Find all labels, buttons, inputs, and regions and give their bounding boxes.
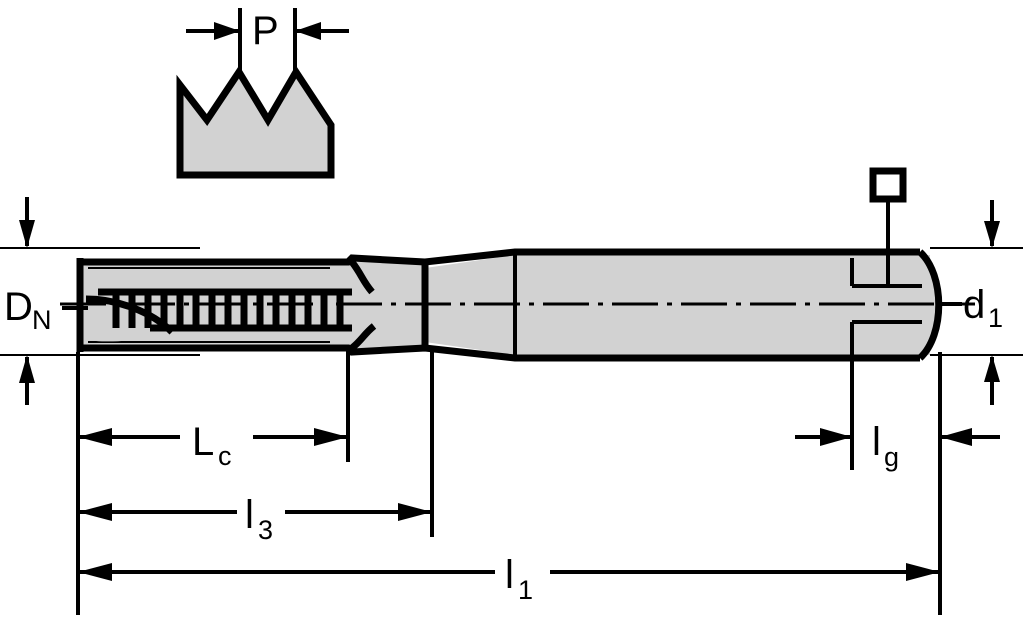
- thread-runout-bottom: [349, 323, 377, 351]
- tap-tool-body: [60, 248, 975, 362]
- d1-label-subscript: 1: [988, 303, 1003, 333]
- bottom-extension-lines: [76, 350, 942, 615]
- body-bottom-outline: [80, 344, 920, 362]
- l1-arrowhead-left: [78, 563, 112, 581]
- pitch-arrowhead-right: [295, 22, 321, 40]
- l1-label-subscript: 1: [518, 575, 533, 605]
- square-symbol-icon: [869, 167, 907, 203]
- dimension-pitch: P: [252, 9, 279, 53]
- dn-arrowhead-top: [19, 220, 35, 248]
- dn-arrowhead-bottom: [19, 355, 35, 383]
- lg-arrowhead-right: [940, 428, 972, 446]
- dimension-thread-length: l 3: [78, 493, 432, 545]
- lc-label-subscript: c: [218, 441, 232, 471]
- dimension-overall-length: l 1: [78, 553, 940, 605]
- lc-arrowhead-left: [78, 428, 112, 446]
- square-drive-callout: [869, 167, 907, 284]
- thread-profile-fill: [180, 72, 331, 175]
- dimension-chamfer-length: L c: [78, 420, 348, 471]
- dn-label: D: [4, 285, 33, 329]
- d1-arrowhead-bottom: [984, 355, 1000, 382]
- lc-label: L: [192, 420, 214, 464]
- l3-arrowhead-left: [78, 503, 112, 521]
- pitch-label: P: [252, 9, 279, 53]
- l1-label: l: [505, 553, 514, 597]
- lg-label-subscript: g: [884, 442, 899, 472]
- thread-runout-top: [349, 259, 375, 295]
- lg-arrowhead-left: [820, 428, 852, 446]
- taper-fill: [425, 255, 515, 355]
- l3-label-subscript: 3: [258, 515, 273, 545]
- thread-flute-pattern: [98, 288, 352, 332]
- d1-label: d: [963, 283, 985, 327]
- l3-arrowhead-right: [398, 503, 432, 521]
- d1-arrowhead-top: [984, 221, 1000, 248]
- dimension-nominal-diameter: D N: [0, 197, 200, 405]
- lg-label: l: [872, 420, 881, 464]
- dimension-shank-diameter: d 1: [930, 200, 1023, 405]
- chamfer-nose-fill: [86, 299, 168, 342]
- l1-arrowhead-right: [906, 563, 940, 581]
- lc-arrowhead-right: [314, 428, 348, 446]
- l3-label: l: [245, 493, 254, 537]
- pitch-arrowhead-left: [214, 22, 240, 40]
- body-top-outline: [80, 248, 920, 266]
- thread-profile-detail: [176, 8, 349, 179]
- dn-label-subscript: N: [32, 305, 52, 335]
- thread-profile-outline: [176, 65, 335, 179]
- dimension-square-length: l g: [795, 420, 1000, 472]
